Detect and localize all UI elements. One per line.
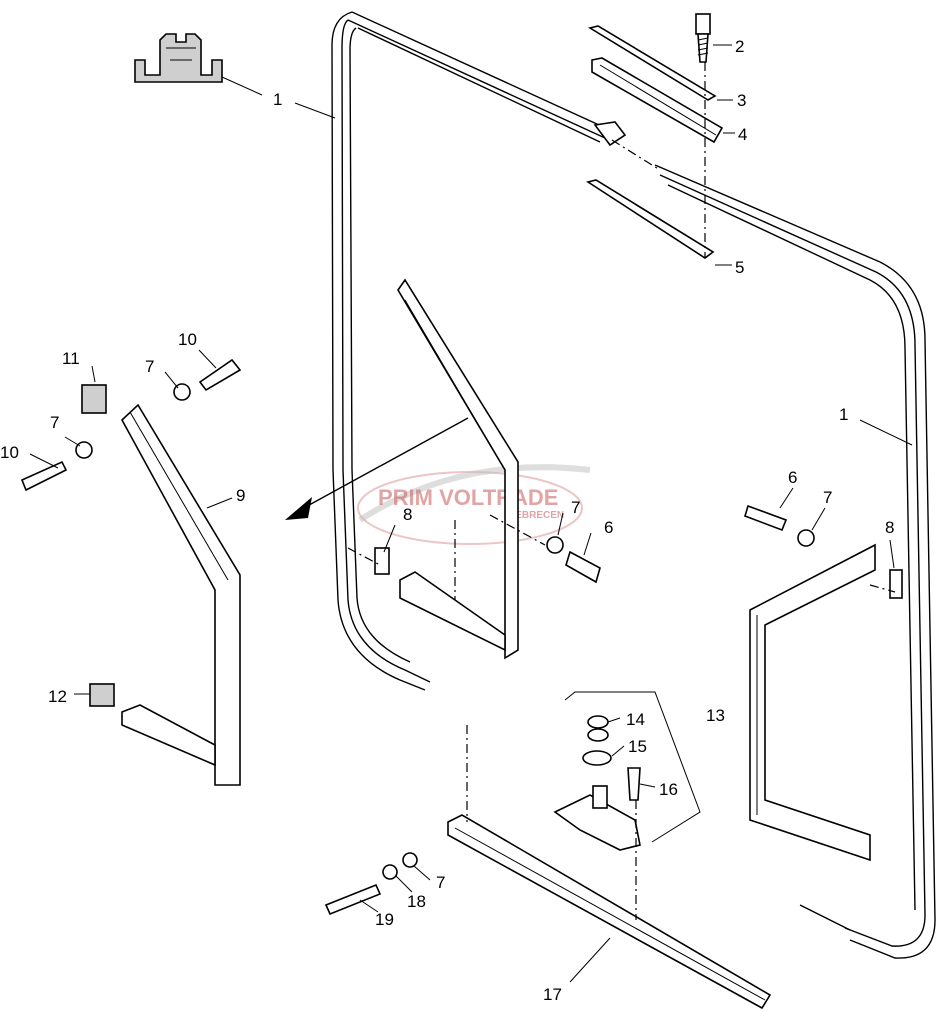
- label-10-left: 10: [0, 443, 19, 462]
- label-1-right: 1: [839, 405, 848, 424]
- leader-lines: [29, 44, 913, 983]
- label-14: 14: [626, 710, 645, 729]
- watermark: PRIM VOLTRADE DEBRECEN: [357, 464, 591, 545]
- door-frame-9: [121, 403, 241, 786]
- watermark-title: PRIM VOLTRADE: [378, 485, 558, 510]
- top-rail-parts: [586, 25, 724, 259]
- window-frame: [331, 11, 936, 959]
- label-6-right: 6: [788, 468, 797, 487]
- hardware-right: [744, 504, 815, 547]
- hardware-left: [20, 358, 242, 707]
- door-frame-center: [374, 278, 519, 660]
- label-8-right: 8: [885, 518, 894, 537]
- label-19: 19: [375, 910, 394, 929]
- label-10-top: 10: [178, 330, 197, 349]
- label-7-mid: 7: [571, 498, 580, 517]
- bracket-13: [553, 691, 701, 851]
- door-frame-right: [749, 543, 903, 862]
- label-8-mid: 8: [403, 505, 412, 524]
- label-15: 15: [628, 737, 647, 756]
- label-9: 9: [236, 486, 245, 505]
- label-7-bottom: 7: [436, 873, 445, 892]
- label-18: 18: [407, 892, 426, 911]
- label-11: 11: [62, 349, 80, 368]
- label-12: 12: [48, 687, 67, 706]
- hardware-bottom: [324, 852, 418, 916]
- label-1-top: 1: [273, 90, 282, 109]
- hardware-mid: [546, 536, 601, 584]
- label-2: 2: [735, 37, 744, 56]
- label-5: 5: [735, 258, 744, 277]
- watermark-subtitle: DEBRECEN: [508, 510, 564, 521]
- direction-arrow: [285, 417, 469, 520]
- label-3: 3: [737, 91, 746, 110]
- bolt-2: [695, 13, 711, 63]
- label-13: 13: [706, 706, 725, 725]
- label-16: 16: [659, 780, 678, 799]
- callout-labels: 1 1 2 3 4 5 6 6 7 7 7 7 7 8 8 9 10 10 11…: [0, 37, 894, 1004]
- label-7-left: 7: [50, 413, 59, 432]
- profile-section-icon: [134, 33, 223, 83]
- label-7-right: 7: [823, 488, 832, 507]
- label-6-mid: 6: [604, 518, 613, 537]
- label-17: 17: [543, 985, 562, 1004]
- bottom-rail-17: [447, 814, 772, 1010]
- label-7-top: 7: [145, 357, 154, 376]
- label-4: 4: [738, 125, 747, 144]
- center-lines: [347, 62, 896, 920]
